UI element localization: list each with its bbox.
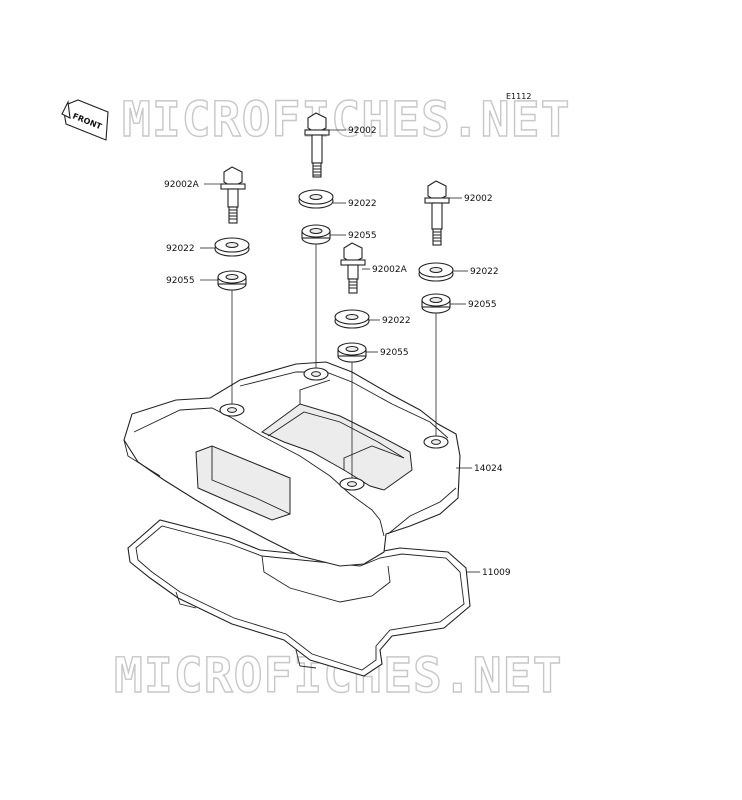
label-bolt-center: 92002 [348,126,377,136]
label-washer-center: 92022 [348,199,377,209]
label-seal-left: 92055 [166,276,195,286]
label-bolt-right: 92002 [464,194,493,204]
label-bolt-left: 92002A [164,180,200,190]
seal-right [421,293,451,314]
leader-lines [200,129,480,573]
washer-center [298,189,334,209]
diagram-code: E1112 [506,92,531,101]
bolt-center [304,112,330,178]
seal-left [217,270,247,291]
bolt-left [220,166,246,224]
label-seal-center: 92055 [348,231,377,241]
seal-mid [337,342,367,363]
label-washer-left: 92022 [166,244,195,254]
label-washer-mid: 92022 [382,316,411,326]
washer-mid [334,309,370,329]
cylinder-head-cover [123,361,461,567]
seal-center [301,224,331,245]
washer-left [214,237,250,257]
label-bolt-mid: 92002A [372,265,408,275]
label-washer-right: 92022 [470,267,499,277]
watermark-top: MICROFICHES.NET [122,92,570,148]
bolt-mid [340,242,366,294]
label-seal-right: 92055 [468,300,497,310]
washer-right [418,262,454,282]
front-arrow-icon: FRONT [61,99,109,141]
gasket-shape [127,519,471,677]
label-seal-mid: 92055 [380,348,409,358]
bolt-right [424,180,450,246]
guide-lines [231,244,437,478]
label-gasket: 11009 [482,568,511,578]
label-cover: 14024 [474,464,503,474]
